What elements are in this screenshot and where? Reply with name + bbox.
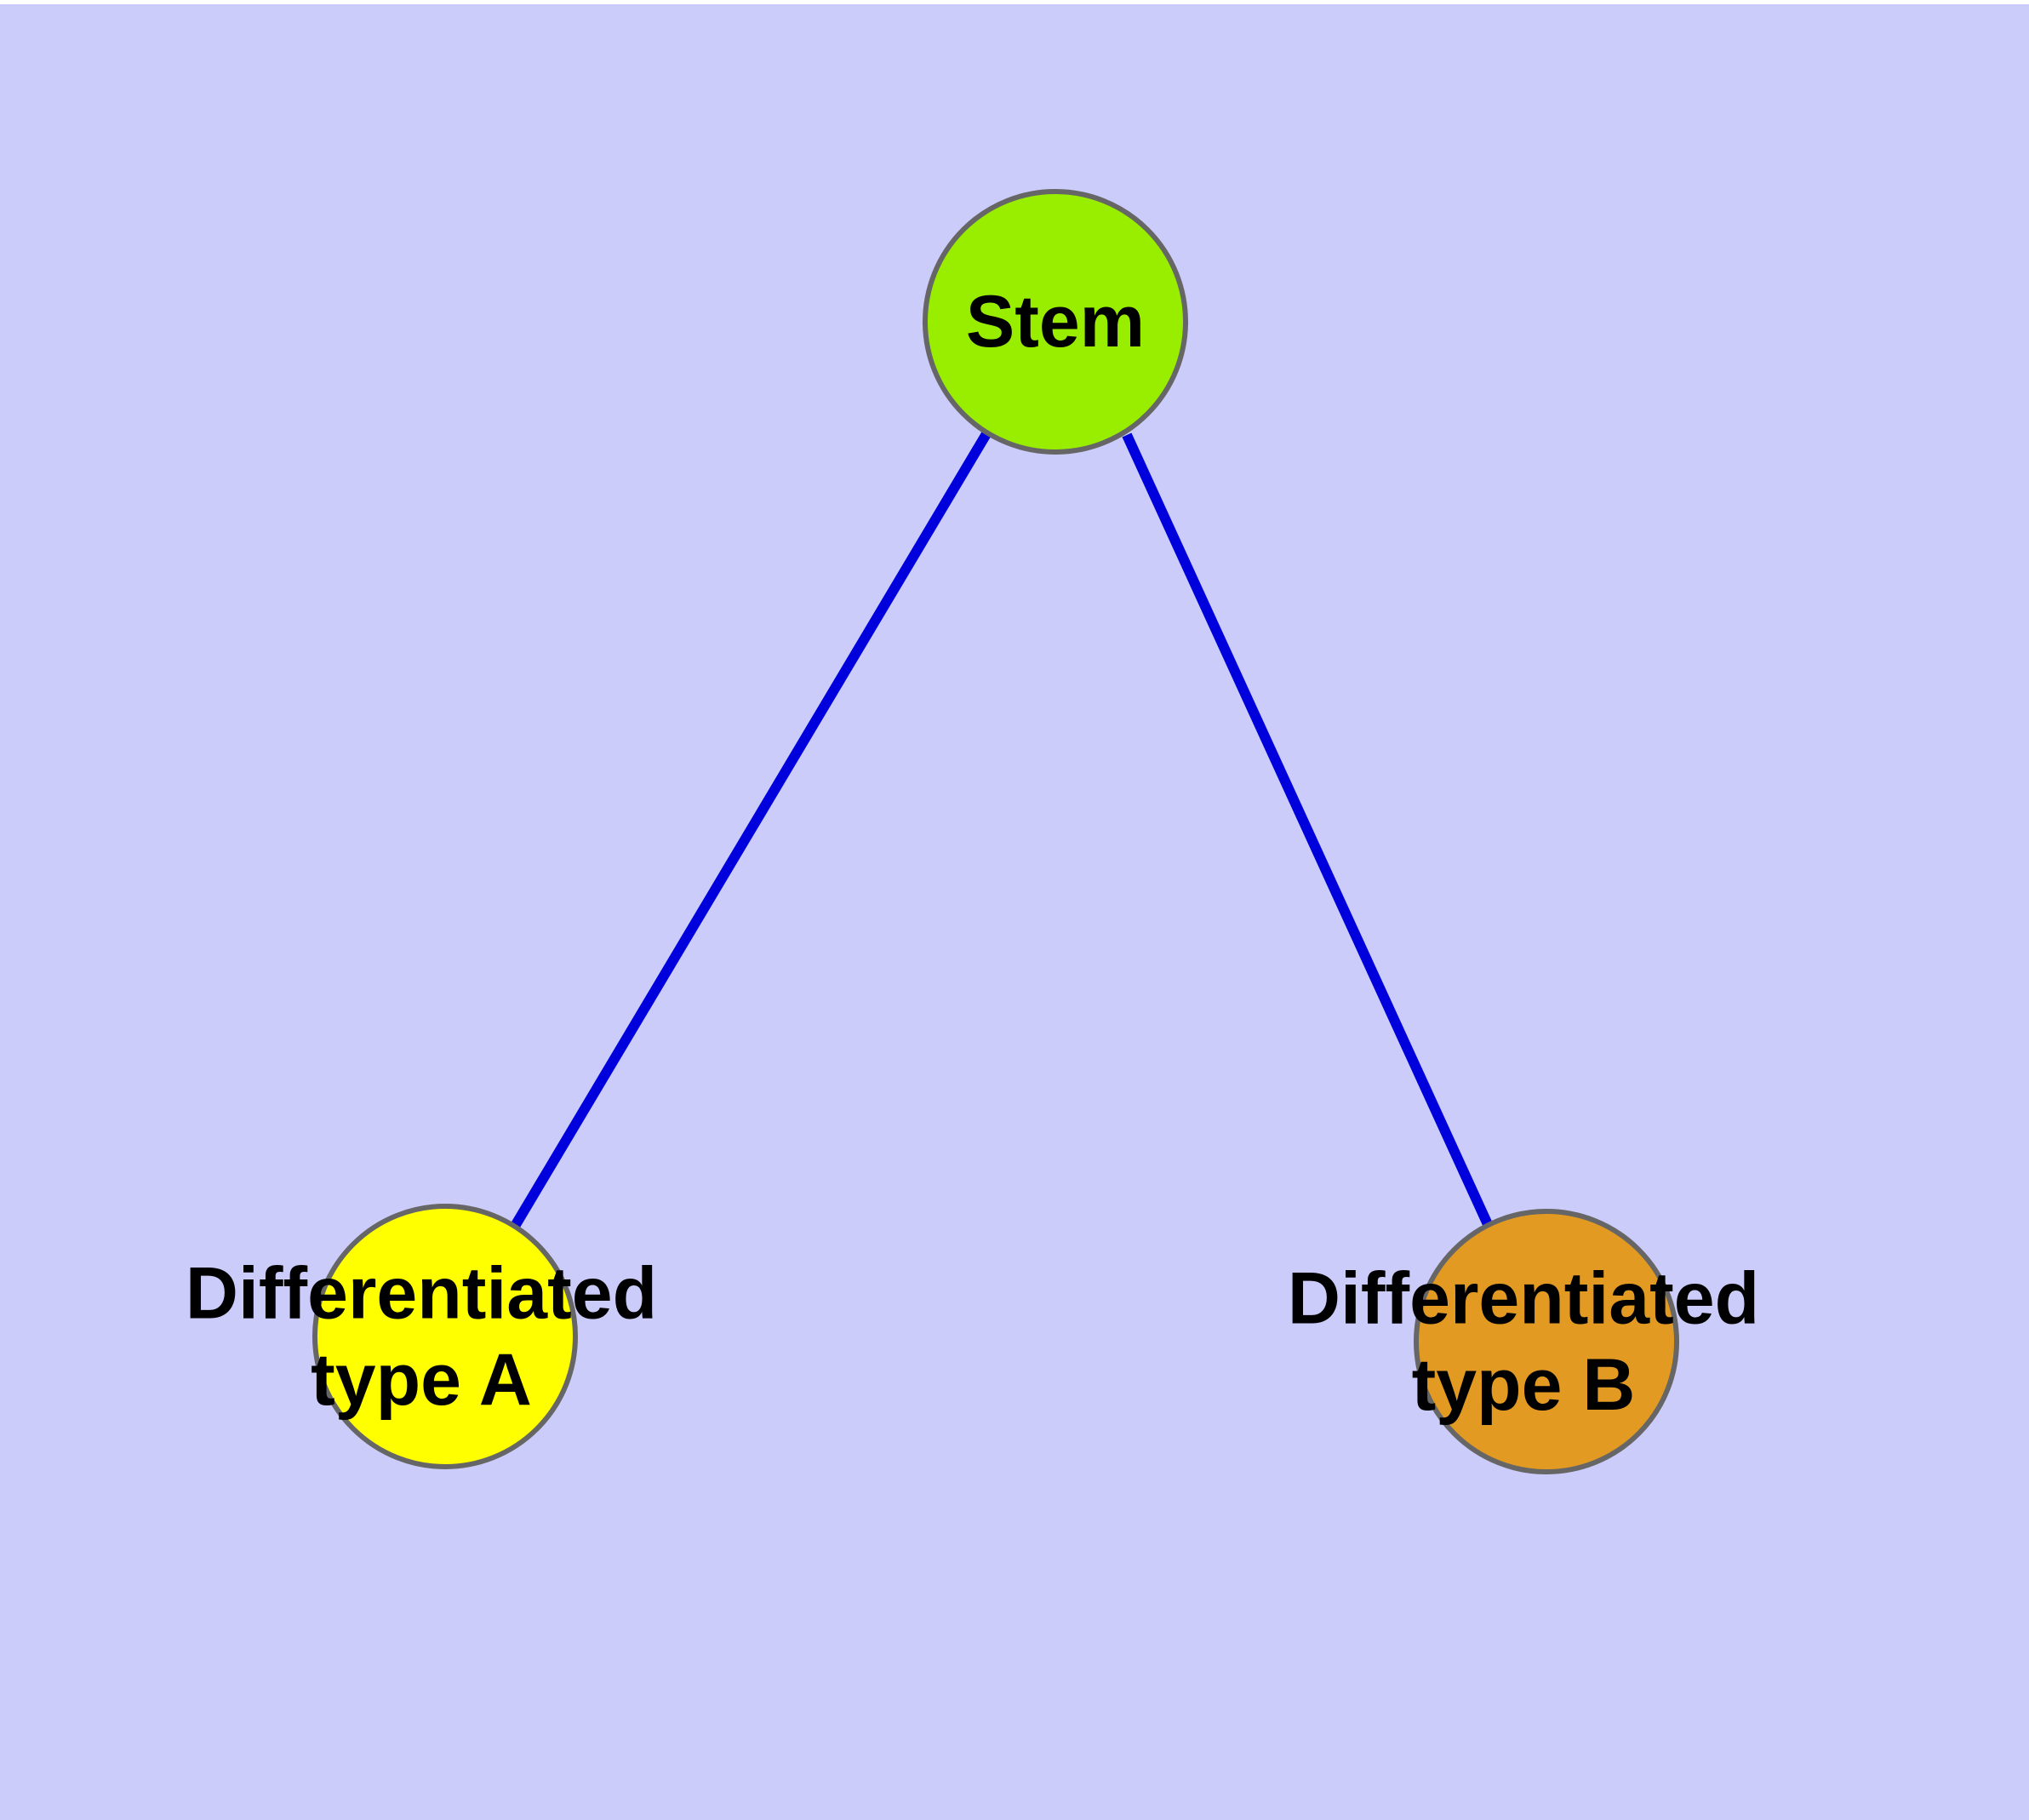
nodes-group bbox=[312, 189, 1679, 1474]
node-stem-label: Stem bbox=[966, 281, 1145, 363]
node-label-line: type B bbox=[1412, 1344, 1636, 1426]
edge-stem-to-differentiated-type-a[interactable] bbox=[509, 429, 992, 1231]
edges-group bbox=[509, 429, 1496, 1234]
node-label-line: Differentiated bbox=[186, 1253, 657, 1335]
node-differentiated-type-a-circle[interactable] bbox=[312, 1204, 578, 1469]
node-label-line: type A bbox=[311, 1339, 532, 1421]
node-label-line: Differentiated bbox=[1288, 1258, 1759, 1340]
node-stem-circle[interactable] bbox=[923, 189, 1188, 455]
node-differentiated-type-b-circle[interactable] bbox=[1414, 1209, 1679, 1474]
edge-stem-to-differentiated-type-b[interactable] bbox=[1122, 432, 1496, 1234]
node-label-line: Stem bbox=[966, 281, 1145, 363]
